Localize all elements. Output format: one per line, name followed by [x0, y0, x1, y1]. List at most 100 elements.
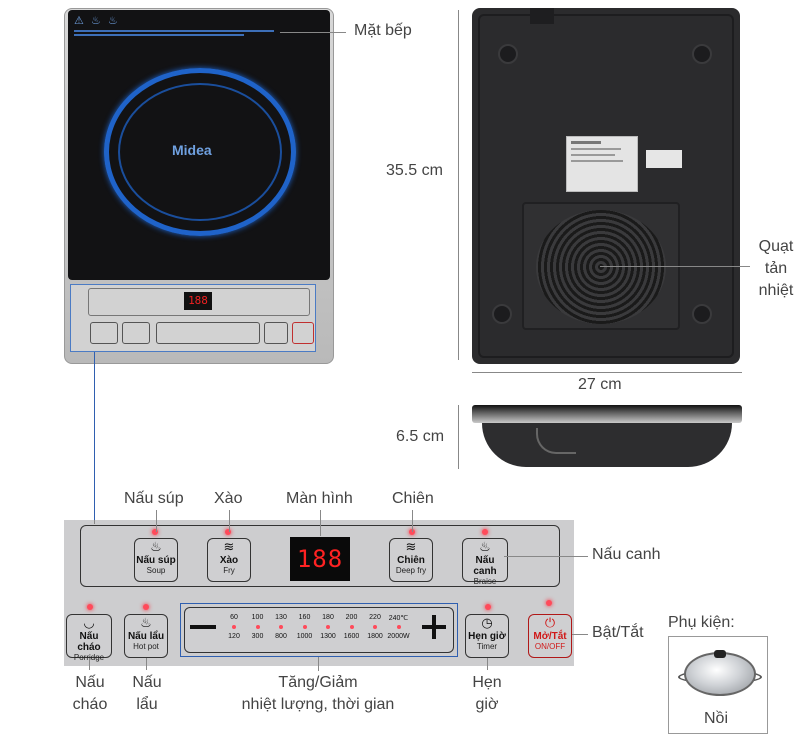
mini-mode-row	[88, 288, 310, 316]
led-indicator	[225, 529, 231, 535]
foot	[692, 44, 712, 64]
warning-text-graphic	[74, 28, 304, 38]
porridge-key-title: Nấu cháo	[77, 631, 101, 653]
led-indicator	[482, 529, 488, 535]
deep-fry-callout: Chiên	[392, 490, 434, 507]
level-led	[349, 625, 354, 629]
level-top-label: 160	[298, 614, 311, 621]
surface-label: Mặt bếp	[354, 22, 412, 39]
fry-leader	[229, 510, 230, 532]
zoom-connector	[94, 352, 95, 524]
soup-key: ♨ Nấu súp Soup	[134, 538, 178, 582]
braise-key: ♨ Nấu canh Braise	[462, 538, 508, 586]
braise-key-title: Nấu canh	[473, 555, 497, 577]
power-icon: ⏻	[544, 615, 556, 630]
hotpot-icon: ♨	[140, 615, 152, 630]
hotpot-key-sub: Hot pot	[133, 642, 159, 651]
depth-label: 6.5 cm	[396, 428, 445, 446]
adjust-callout: Tăng/Giảm nhiệt lượng, thời gian	[218, 672, 418, 716]
hotpot-callout-line: lẩu	[136, 696, 158, 713]
rating-label	[566, 136, 638, 192]
porridge-callout-line: cháo	[72, 696, 108, 713]
level-bottom-label: 120	[228, 633, 240, 640]
braise-key-sub: Braise	[473, 577, 497, 586]
hotpot-leader	[146, 658, 147, 670]
level-top-label: 100	[251, 614, 264, 621]
onoff-callout: Bật/Tắt	[592, 624, 644, 641]
level-bottom-label: 1300	[320, 633, 336, 640]
warning-icons: ⚠ ♨ ♨	[74, 15, 120, 27]
onoff-key: ⏻ Mở/Tắt ON/OFF	[528, 614, 572, 658]
mini-onoff-key	[292, 322, 314, 344]
fryer-icon: ≋	[405, 539, 417, 554]
hotpot-callout: Nấu lẩu	[122, 672, 172, 716]
led-indicator	[87, 604, 93, 610]
fry-key: ≋ Xào Fry	[207, 538, 251, 582]
led-indicator	[409, 529, 415, 535]
side-view-top	[472, 405, 742, 423]
depth-dimension-line	[458, 405, 459, 469]
mini-timer-key	[264, 322, 288, 344]
accessory-label: Phụ kiện:	[668, 614, 735, 631]
cooking-zone-inner-ring	[118, 83, 282, 221]
clock-icon: ◷	[481, 615, 493, 630]
level-bottom-label: 2000W	[387, 633, 410, 640]
foot	[492, 304, 512, 324]
fan-leader	[600, 266, 750, 267]
adjust-callout-line: nhiệt lượng, thời gian	[241, 696, 395, 713]
led-indicator	[546, 600, 552, 606]
level-led	[396, 625, 401, 629]
mini-hotpot-key	[122, 322, 150, 344]
level-led	[373, 625, 377, 629]
fry-key-sub: Fry	[223, 566, 235, 575]
hotpot-image	[684, 652, 756, 696]
level-led	[302, 625, 307, 629]
timer-callout-line: giờ	[475, 696, 499, 713]
soup-key-title: Nấu súp	[136, 555, 176, 566]
mini-porridge-key	[90, 322, 118, 344]
level-bar	[184, 607, 454, 653]
level-top-label: 180	[322, 614, 334, 621]
foot	[692, 304, 712, 324]
bottom-frame	[478, 14, 734, 358]
hotpot-callout-line: Nấu	[132, 674, 162, 691]
fan-label-line: Quạt	[758, 238, 794, 255]
braise-callout: Nấu canh	[592, 546, 661, 563]
mini-level-bar	[156, 322, 260, 344]
adjust-highlight	[180, 603, 458, 657]
power-cord	[536, 428, 576, 454]
deep-fry-leader	[412, 510, 413, 532]
cooking-zone-ring	[104, 68, 296, 236]
onoff-key-title: Mở/Tắt	[533, 631, 567, 642]
soup-leader	[156, 510, 157, 532]
cable-tab	[530, 8, 554, 24]
width-dimension-line	[472, 372, 742, 373]
pot-icon: ♨	[479, 539, 491, 554]
porridge-callout: Nấu cháo	[64, 672, 116, 716]
timer-callout-line: Hẹn	[472, 674, 502, 691]
bowl-icon: ◡	[83, 615, 95, 630]
side-view-body	[482, 423, 732, 467]
brand-logo: Midea	[172, 142, 212, 158]
hotpot-key-title: Nấu lẩu	[127, 631, 165, 642]
timer-callout: Hẹn giờ	[462, 672, 512, 716]
led-indicator	[485, 604, 491, 610]
screen-callout: Màn hình	[286, 490, 353, 507]
level-bottom-label: 1800	[367, 633, 383, 640]
level-top-label: 130	[275, 614, 287, 621]
pan-icon: ≋	[223, 539, 235, 554]
cooling-fan	[536, 210, 666, 324]
deep-fry-key: ≋ Chiên Deep fry	[389, 538, 433, 582]
braise-leader	[504, 556, 588, 557]
hotpot-key: ♨ Nấu lẩu Hot pot	[124, 614, 168, 658]
level-led	[232, 625, 236, 629]
porridge-callout-line: Nấu	[75, 674, 105, 691]
surface-leader	[280, 32, 346, 33]
height-dimension-line	[458, 10, 459, 360]
minus-icon	[190, 625, 216, 629]
screen-leader	[320, 510, 321, 536]
level-bottom-label: 1000	[296, 633, 313, 640]
accessory-box	[668, 636, 768, 734]
deep-fry-key-sub: Deep fry	[395, 566, 427, 575]
deep-fry-key-title: Chiên	[397, 555, 425, 566]
